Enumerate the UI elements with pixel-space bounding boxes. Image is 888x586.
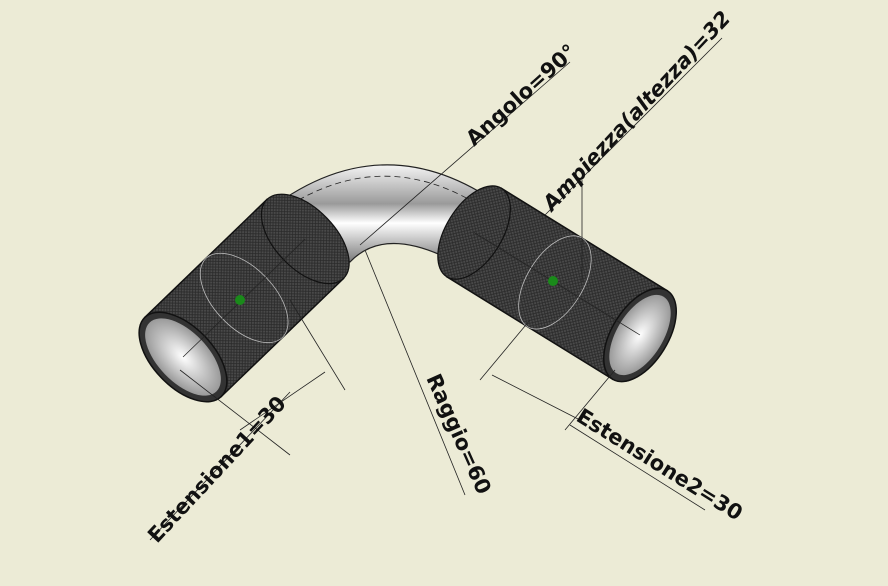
right-handle-point[interactable] [548, 276, 558, 286]
ext2-leader [569, 424, 706, 511]
angle-leader [359, 61, 571, 246]
ext1-arrow [239, 371, 326, 431]
ext2-arrow [491, 374, 581, 421]
extension2-label[interactable]: Estensione2=30 [572, 404, 747, 525]
left-handle-point[interactable] [235, 295, 245, 305]
ext1-leader [149, 391, 291, 541]
width-label[interactable]: Ampiezza(altezza)=32 [537, 6, 736, 217]
radius-leader [364, 249, 466, 496]
angle-label[interactable]: Angolo=90° [461, 39, 581, 150]
width-leader [544, 37, 723, 216]
extension1-label[interactable]: Estensione1=30 [143, 391, 291, 547]
